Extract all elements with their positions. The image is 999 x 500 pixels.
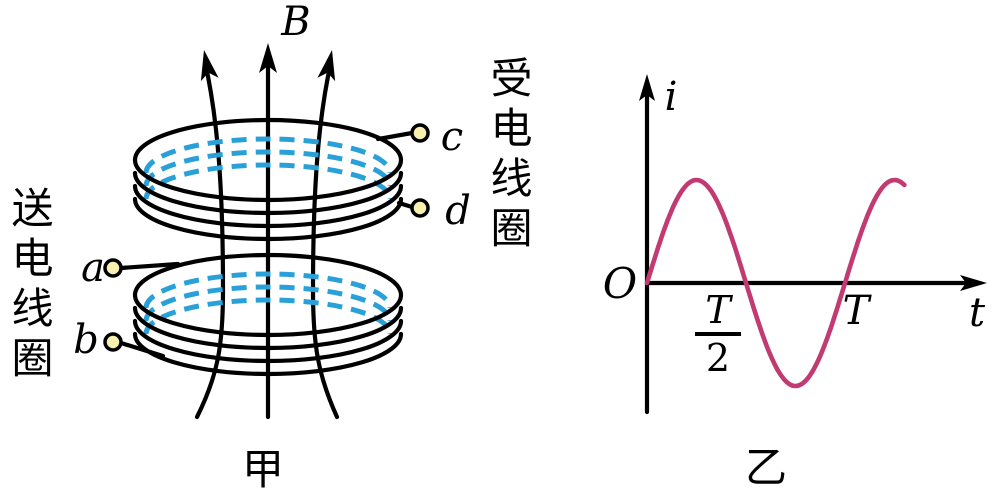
lead-wire-d <box>396 200 415 210</box>
receiving-coil-turn <box>132 117 404 203</box>
terminal-d-dot <box>410 198 430 218</box>
field-line-left <box>194 59 226 420</box>
half-period-numerator: T <box>705 288 731 332</box>
field-arrowhead-middle-icon <box>259 43 277 73</box>
fraction-bar <box>695 332 741 336</box>
sending-coil-label: 送电线圈 <box>5 186 54 386</box>
i-axis-label: i <box>664 74 678 120</box>
sending-coil-turn <box>132 305 404 351</box>
receiving-coil-turn <box>132 183 404 229</box>
lead-wire-b <box>118 340 166 359</box>
half-period-denominator: 2 <box>705 336 731 380</box>
terminal-label-d: d <box>445 188 471 234</box>
terminal-c-dot <box>410 123 430 143</box>
terminal-label-c: c <box>440 114 464 160</box>
field-arrowhead-right-icon <box>317 50 336 82</box>
period-tick-label: T <box>842 288 870 334</box>
origin-label: O <box>602 259 638 308</box>
lead-wire-a <box>118 261 181 271</box>
i-axis-arrowhead-icon <box>639 74 655 101</box>
caption-yi: 乙 <box>744 443 788 492</box>
sending-coil-hidden-turn <box>143 284 393 322</box>
t-axis-arrowhead-icon <box>960 275 987 291</box>
terminal-a-dot <box>103 258 123 278</box>
field-line-right <box>310 59 340 420</box>
sending-coil-hidden-turn <box>143 271 393 309</box>
sending-coil <box>103 252 404 377</box>
receiving-coil <box>132 117 430 242</box>
lead-wire-c <box>375 130 415 142</box>
sending-coil-turn <box>132 318 404 364</box>
half-period-tick-label: T 2 <box>695 291 741 377</box>
sending-coil-turn <box>132 252 404 338</box>
terminal-label-a: a <box>81 245 105 291</box>
t-axis-label: t <box>968 290 986 336</box>
receiving-coil-turn <box>132 196 404 242</box>
receiving-coil-label: 受电线圈 <box>484 56 533 256</box>
terminal-b-dot <box>103 332 123 352</box>
receiving-coil-turn <box>132 170 404 216</box>
terminal-label-b: b <box>73 317 99 363</box>
field-arrowhead-left-icon <box>200 50 219 82</box>
receiving-coil-hidden-turn <box>143 149 393 187</box>
caption-jia: 甲 <box>241 445 285 494</box>
field-label-B: B <box>281 0 311 45</box>
current-time-graph <box>639 74 987 415</box>
current-curve <box>644 177 907 389</box>
receiving-coil-hidden-turn <box>143 136 393 174</box>
